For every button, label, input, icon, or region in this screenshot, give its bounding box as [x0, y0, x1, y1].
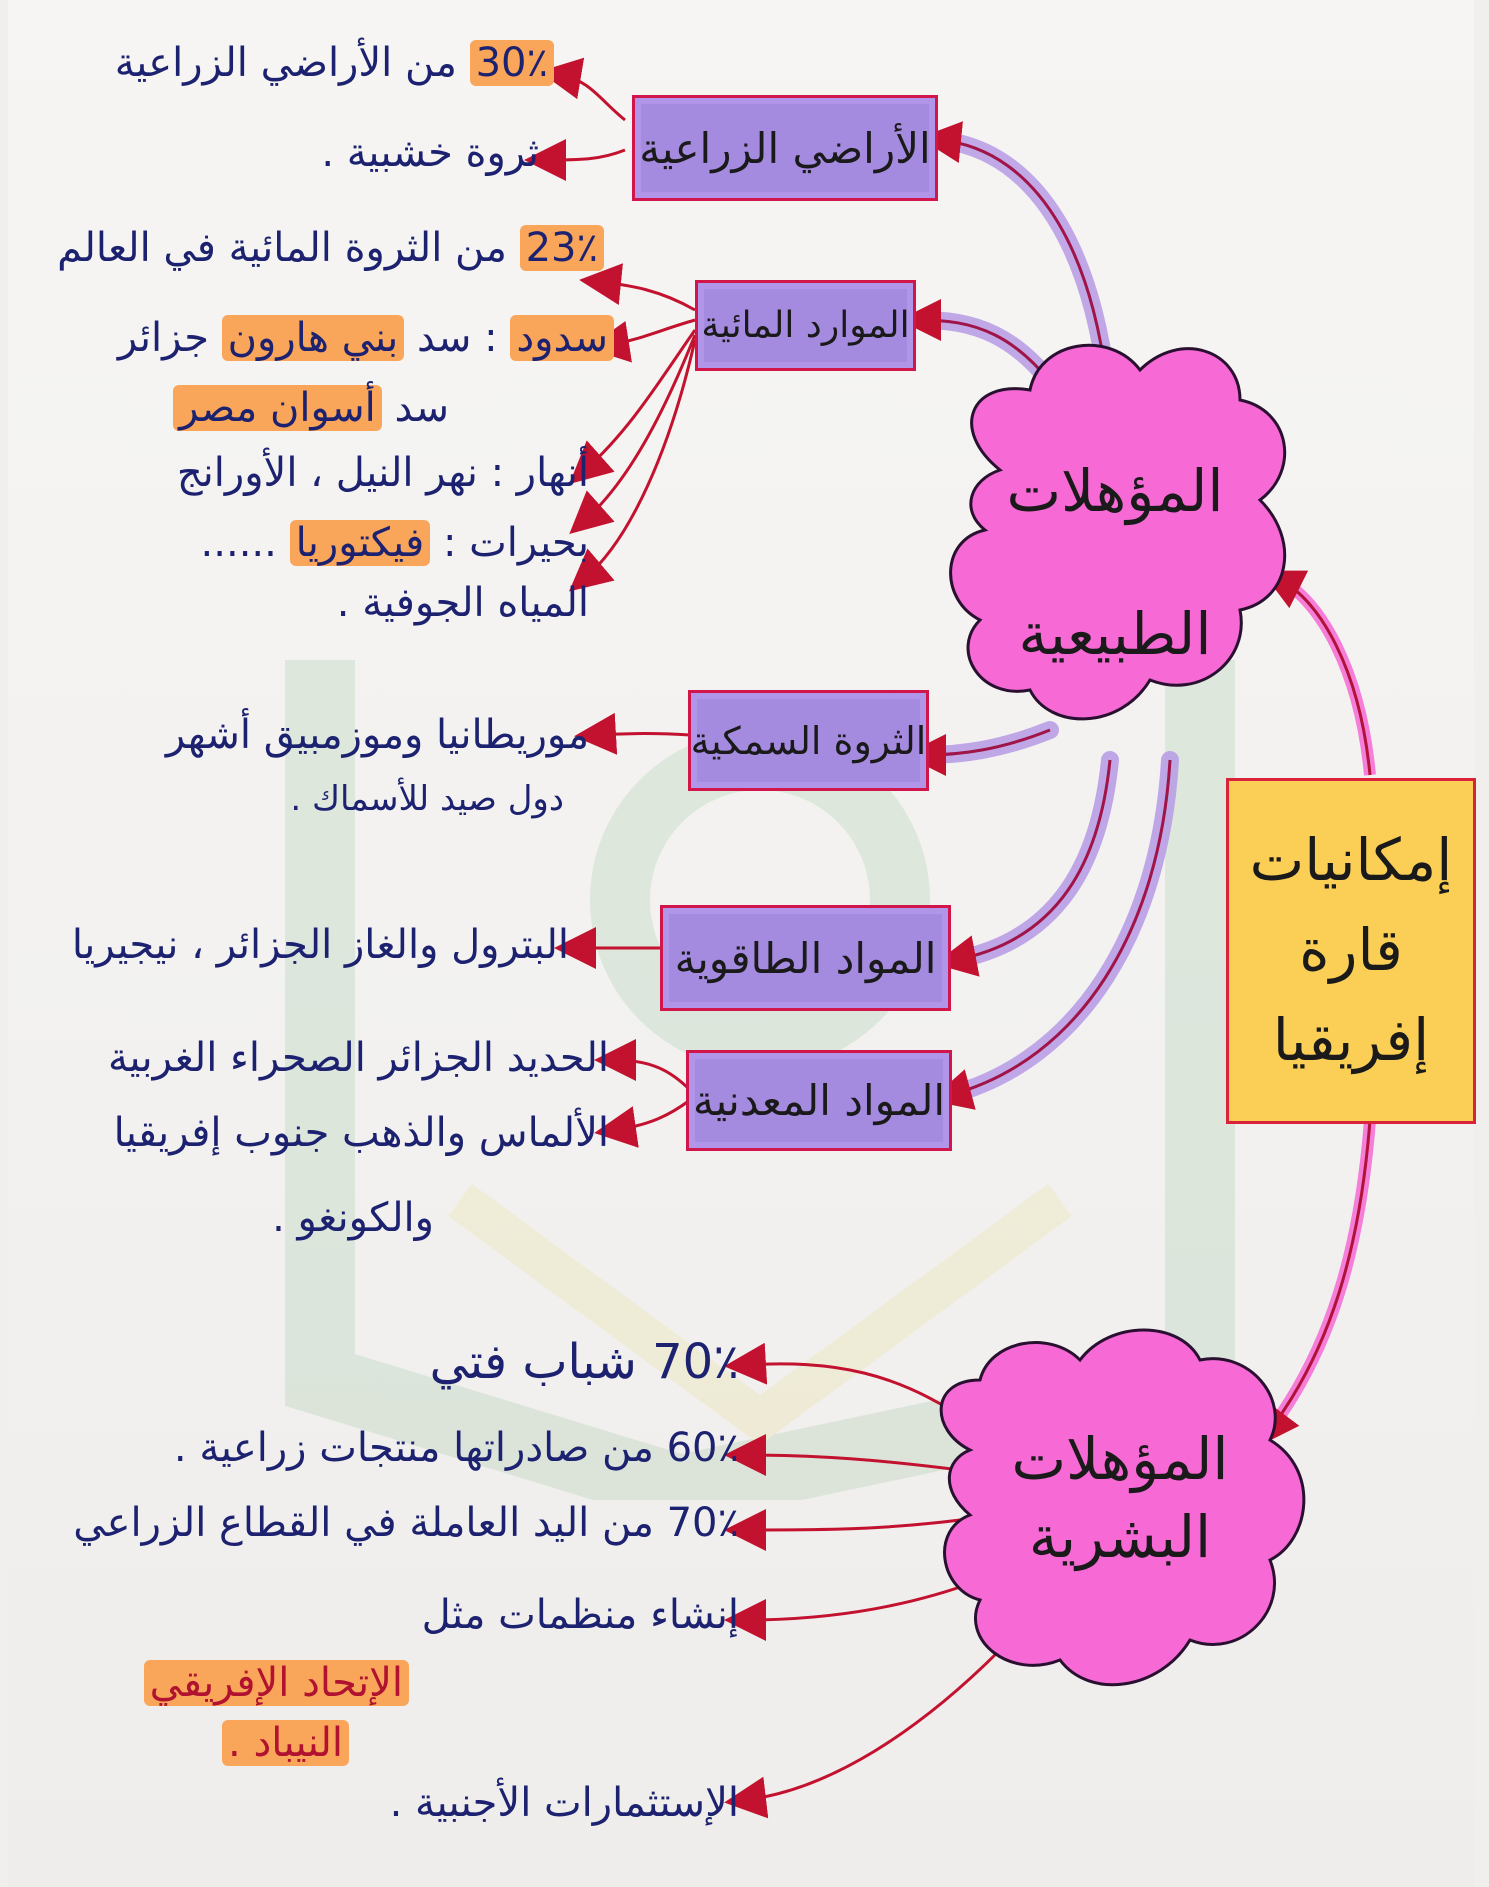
human-cloud-label: المؤهلات البشرية	[975, 1420, 1265, 1577]
human-orgs-2: النيباد .	[222, 1720, 349, 1766]
water-dam1: بني هارون	[221, 315, 405, 361]
agri-pct: 30٪	[469, 40, 554, 86]
human-line-2: البشرية	[1028, 1503, 1212, 1572]
agri-wood: ثروة خشبية .	[321, 130, 539, 176]
fish-box: الثروة السمكية	[688, 690, 929, 791]
fish-line-2: دول صيد للأسماك .	[290, 779, 564, 819]
natural-line-2: الطبيعية	[1018, 599, 1212, 668]
water-ground: المياه الجوفية .	[336, 580, 589, 626]
main-line-2: قارة	[1299, 916, 1403, 985]
water-lakes-pre: بحيرات :	[442, 520, 589, 566]
fish-line-1: موريطانيا وموزمبيق أشهر	[165, 712, 589, 758]
water-dams: سدود	[510, 315, 614, 361]
water-rivers: أنهار : نهر النيل ، الأورانج	[176, 450, 589, 496]
water-dam2-line: سد أسوان مصر	[173, 385, 449, 431]
mineral-line-3: والكونغو .	[272, 1195, 434, 1241]
water-pct-text: من الثروة المائية في العالم	[57, 225, 507, 271]
energy-box: المواد الطاقوية	[660, 905, 951, 1011]
main-line-3: إفريقيا	[1272, 1005, 1430, 1074]
agri-pct-text: من الأراضي الزراعية	[114, 40, 457, 86]
human-cloud-shape	[939, 1328, 1306, 1687]
human-labor: 70٪ من اليد العاملة في القطاع الزراعي	[73, 1500, 739, 1546]
human-youth: 70٪ شباب فتي	[429, 1334, 739, 1390]
mineral-line-1: الحديد الجزائر الصحراء الغربية	[107, 1035, 609, 1081]
human-invest: الإستثمارات الأجنبية .	[389, 1780, 739, 1826]
human-line-1: المؤهلات	[1011, 1425, 1229, 1493]
water-lakes: فيكتوريا	[289, 520, 431, 566]
human-orgs-line-1: الإتحاد الإفريقي	[143, 1660, 409, 1706]
natural-cloud-label: المؤهلات الطبيعية	[975, 445, 1255, 681]
mineral-line-2: الألماس والذهب جنوب إفريقيا	[113, 1110, 609, 1156]
water-pct: 23٪	[519, 225, 604, 271]
water-box: الموارد المائية	[695, 280, 916, 371]
water-dams-line: سدود : سد بني هارون جزائر	[118, 315, 614, 361]
water-dam2-pre: سد	[394, 385, 449, 431]
water-pct-line: 23٪ من الثروة المائية في العالم	[57, 225, 604, 271]
water-dam1-post: جزائر	[117, 315, 209, 361]
natural-line-1: المؤهلات	[1006, 457, 1224, 525]
human-orgs-pre: إنشاء منظمات مثل	[421, 1592, 739, 1638]
agri-pct-line: 30٪ من الأراضي الزراعية	[115, 40, 554, 86]
main-topic-box: إمكانيات قارة إفريقيا	[1226, 778, 1476, 1124]
human-orgs-1: الإتحاد الإفريقي	[143, 1660, 409, 1706]
agri-box: الأراضي الزراعية	[632, 95, 938, 201]
water-dam2: أسوان مصر	[173, 385, 382, 431]
human-orgs-line-2: النيباد .	[222, 1720, 349, 1766]
natural-cloud-shape	[949, 343, 1287, 721]
human-exports: 60٪ من صادراتها منتجات زراعية .	[173, 1425, 739, 1471]
water-lakes-post: ......	[200, 520, 277, 566]
energy-line-1: البترول والغاز الجزائر ، نيجيريا	[71, 922, 569, 968]
main-line-1: إمكانيات	[1249, 826, 1453, 895]
mineral-box: المواد المعدنية	[686, 1050, 952, 1151]
water-dam1-pre: : سد	[416, 315, 498, 361]
water-lakes-line: بحيرات : فيكتوريا ......	[201, 520, 589, 566]
